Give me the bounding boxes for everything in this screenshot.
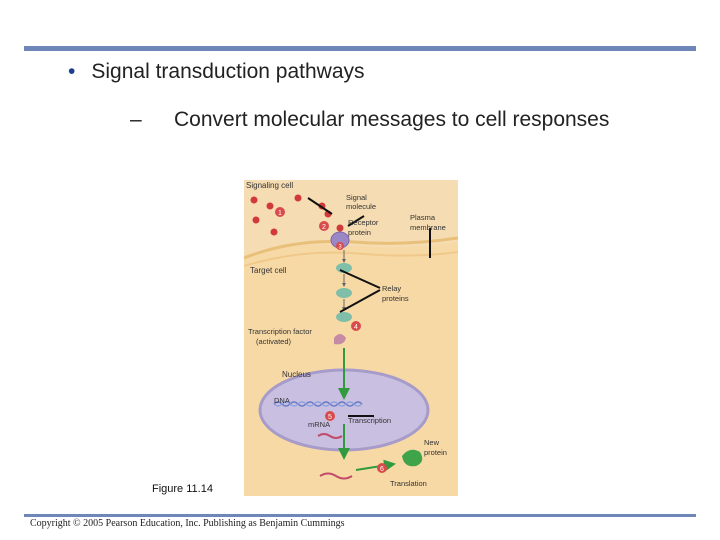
transcription-factor-label: Transcription factor [248,327,312,336]
signal-molecule [250,196,258,204]
signal-molecule [294,194,302,202]
new-protein-label: New [424,438,440,447]
step-badge-2: 2 [319,221,329,231]
membrane-inner-edge [244,251,458,267]
bullet-dot: • [68,60,76,83]
top-rule [24,46,696,51]
step-badge-1: 1 [275,207,285,217]
bottom-rule [24,514,696,517]
signaling-cell-label: Signaling cell [246,181,293,190]
sub-bullet-text: Convert molecular messages to cell respo… [174,108,610,131]
plasma-membrane-label: membrane [410,223,446,232]
copyright-text: Copyright © 2005 Pearson Education, Inc.… [30,518,345,529]
new-protein-shape [402,449,423,467]
svg-text:5: 5 [328,414,332,421]
relay-pointer [339,269,381,289]
receptor-pointer [347,215,365,227]
sub-dash: – [130,108,142,131]
signal-molecule [336,224,344,232]
relay-proteins-label: proteins [382,294,409,303]
relay-protein [336,288,352,298]
nucleus-label: Nucleus [282,370,311,379]
signal-molecule-label: molecule [346,202,376,211]
mrna-strand [317,433,343,439]
dna-label: DNA [274,396,290,405]
svg-text:1: 1 [278,210,282,217]
bullet-item: • Signal transduction pathways [68,60,365,84]
relay-protein [336,312,352,322]
signal-molecule [266,202,274,210]
new-protein-label: protein [424,448,447,457]
signal-molecule [270,228,278,236]
cytoplasmic-mrna [319,472,353,480]
step-badge-5: 5 [325,411,335,421]
signal-molecule-label: Signal [346,193,367,202]
step-badge-6: 6 [377,463,387,473]
target-cell-label: Target cell [250,266,287,275]
step-badge-4: 4 [351,321,361,331]
transcription-factor-shape [334,334,346,345]
dna-strand [273,401,363,407]
relay-pointer [339,289,381,313]
figure-caption: Figure 11.14 [152,483,213,495]
svg-text:4: 4 [354,324,358,331]
receptor-protein-label: Receptor [348,218,379,227]
mrna-label: mRNA [308,420,330,429]
plasma-membrane-label: Plasma [410,213,436,222]
bullet-text: Signal transduction pathways [91,60,365,83]
transcription-label: Transcription [348,416,391,425]
transcription-factor-label: (activated) [256,337,292,346]
translation-label: Translation [390,479,427,488]
svg-text:6: 6 [380,466,384,473]
translation-arrow [355,459,396,472]
receptor-protein-label: protein [348,228,371,237]
svg-text:2: 2 [322,224,326,231]
plasma-membrane [244,236,458,260]
signal-transduction-diagram: 1 2 3 4 5 6 Signaling cell Signal molecu… [244,180,458,496]
svg-text:3: 3 [338,245,342,251]
signal-molecule [252,216,260,224]
relay-proteins-label: Relay [382,284,401,293]
signal-pointer [307,197,333,215]
step-badge-3: 3 [336,242,344,251]
dna-strand [273,401,363,407]
